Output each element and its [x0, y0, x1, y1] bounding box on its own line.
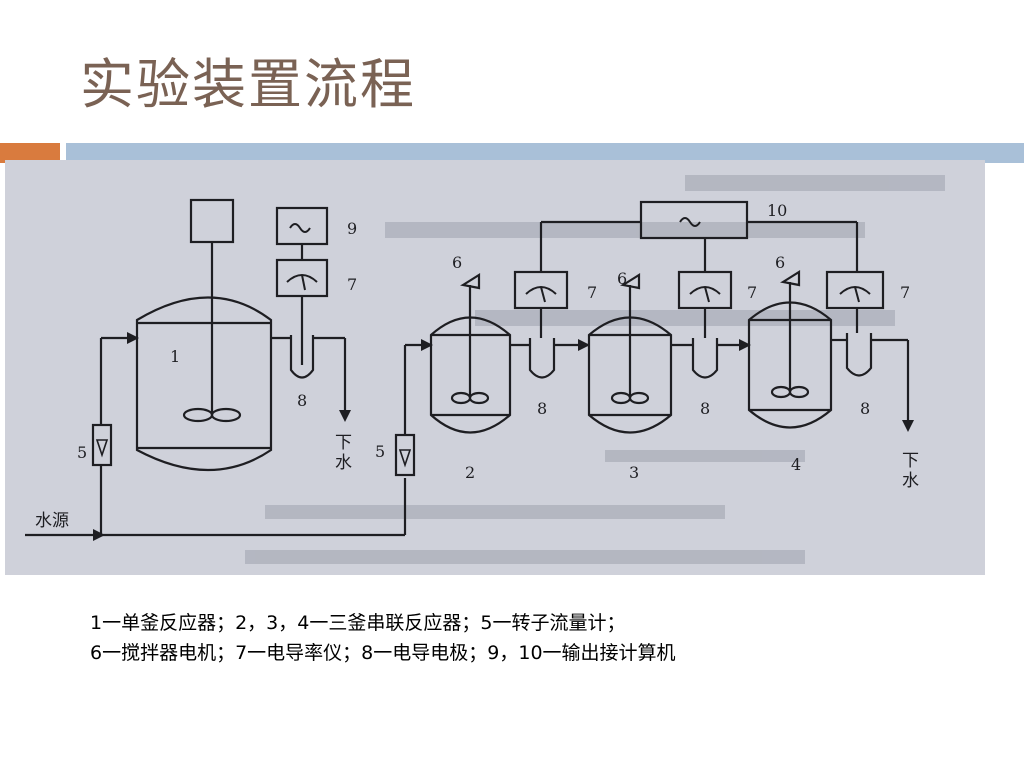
label-8c: 8 — [700, 399, 710, 418]
label-reactor-4: 4 — [791, 455, 801, 474]
electrode-8b — [528, 338, 556, 379]
faded-background-text — [245, 175, 945, 564]
computer-output-9 — [275, 206, 329, 246]
label-reactor-3: 3 — [629, 463, 639, 482]
stirrer-motor-6c — [780, 270, 801, 287]
slide-title: 实验装置流程 — [80, 53, 416, 116]
process-flow-diagram: 1 9 7 8 下 水 5 水源 — [5, 160, 985, 575]
electrode-8a — [289, 335, 315, 379]
label-7d: 7 — [900, 283, 910, 302]
label-6c: 6 — [775, 253, 785, 272]
label-5a: 5 — [77, 443, 87, 462]
label-5b: 5 — [375, 442, 385, 461]
label-8d: 8 — [860, 399, 870, 418]
rotameter-5b — [394, 433, 416, 477]
caption-line-1: 1一单釜反应器；2，3，4一三釜串联反应器；5一转子流量计； — [90, 612, 626, 634]
conductivity-meter-7d — [825, 270, 885, 310]
series-reactor-2 — [429, 273, 512, 434]
label-reactor-2: 2 — [465, 463, 475, 482]
label-7c: 7 — [747, 283, 757, 302]
label-6a: 6 — [452, 253, 462, 272]
drain-label-1-bottom: 水 — [335, 453, 352, 473]
computer-output-10 — [639, 200, 749, 240]
drain-label-2-bottom: 水 — [902, 471, 919, 491]
caption-line-2: 6一搅拌器电机；7一电导率仪；8一电导电极；9，10一输出接计算机 — [90, 642, 676, 664]
label-reactor-1: 1 — [170, 347, 180, 366]
title-accent-bar — [0, 143, 60, 163]
drain-label-2-top: 下 — [902, 451, 919, 471]
series-reactor-4 — [747, 270, 833, 429]
label-8a: 8 — [297, 391, 307, 410]
single-tank-reactor — [135, 198, 273, 471]
drain-label-1-top: 下 — [335, 433, 352, 453]
label-9: 9 — [347, 219, 357, 238]
label-10: 10 — [767, 201, 787, 220]
stirrer-motor-6b — [620, 273, 641, 290]
label-8b: 8 — [537, 399, 547, 418]
title-divider-bar — [66, 143, 1024, 163]
series-reactor-3 — [587, 273, 673, 434]
stirrer-motor-6a — [460, 273, 481, 290]
electrode-8d — [845, 333, 873, 377]
water-source-label: 水源 — [35, 511, 69, 531]
electrode-8c — [691, 338, 719, 379]
label-7b: 7 — [587, 283, 597, 302]
motor-box — [189, 198, 235, 244]
label-7a: 7 — [347, 275, 357, 294]
label-6b: 6 — [617, 269, 627, 288]
rotameter-5a — [91, 423, 113, 467]
reactor-vessel — [135, 296, 273, 471]
figure-caption: 1一单釜反应器；2，3，4一三釜串联反应器；5一转子流量计； 6一搅拌器电机；7… — [90, 608, 676, 668]
